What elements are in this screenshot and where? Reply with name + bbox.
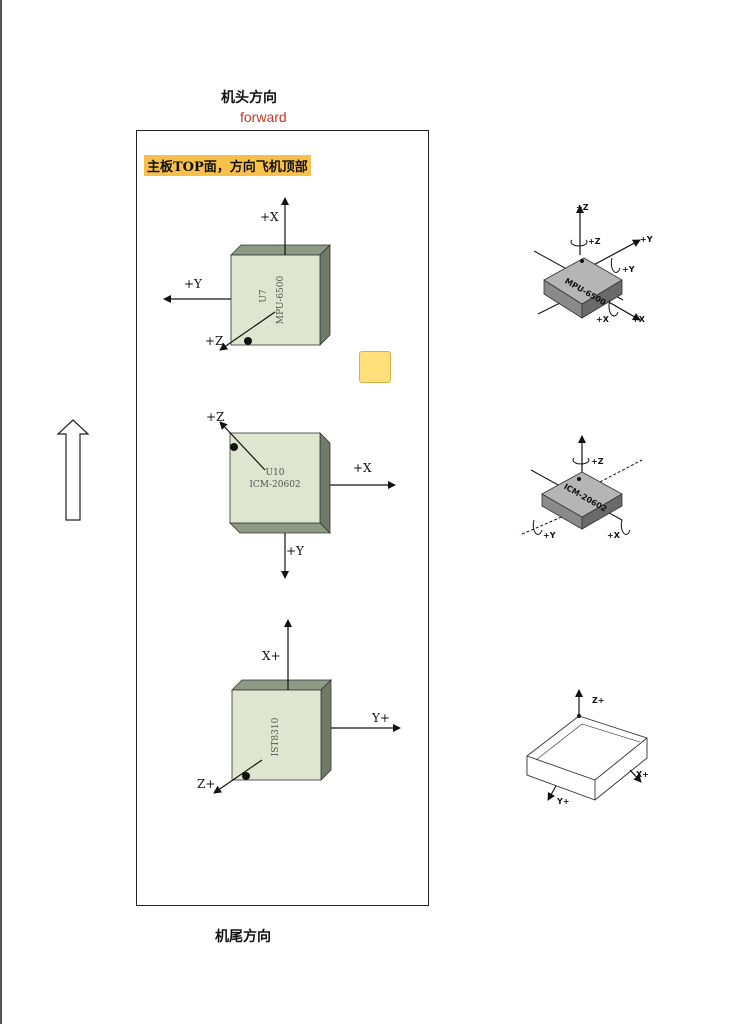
forward-direction-arrow-icon xyxy=(56,419,90,521)
s1-axis-diag-label: +Z xyxy=(205,334,223,348)
s3-axis-up-label: X+ xyxy=(262,649,281,663)
ref2-label-1: +Y xyxy=(543,531,556,540)
sensor-icm20602: +Z +X +Y U10 ICM-20602 xyxy=(206,410,396,579)
ref3-label-0: Z+ xyxy=(592,696,605,705)
forward-label: forward xyxy=(240,109,287,125)
ref1-label-0: +Z xyxy=(576,203,589,212)
reference-mpu6500: MPU-6500 +Z +Z +Y +Y +X +X xyxy=(533,203,653,324)
s2-axis-down-label: +Y xyxy=(286,544,305,558)
s3-axis-diag-label: Z+ xyxy=(197,777,215,791)
s2-axis-diag-label: +Z xyxy=(206,410,224,424)
ref2-label-2: +X xyxy=(607,531,621,540)
s3-axis-right-label: Y+ xyxy=(371,711,390,725)
s1-axis-up-label: +X xyxy=(260,210,279,224)
board-top-note: 主板TOP面，方向飞机顶部 xyxy=(144,155,311,176)
sensor-ist8310: X+ Y+ Z+ IST8310 xyxy=(197,619,401,794)
reference-ist8310 xyxy=(526,689,648,801)
s3-part-label: IST8310 xyxy=(271,717,281,756)
ref3-label-2: Y+ xyxy=(556,797,570,806)
ref1-label-1: +Z xyxy=(588,237,601,246)
ref1-label-3: +Y xyxy=(622,265,635,274)
s1-axis-left-label: +Y xyxy=(184,277,203,291)
ref1-label-2: +Y xyxy=(640,235,653,244)
s1-ref-label: U7 xyxy=(259,289,269,303)
s2-ref-label: U10 xyxy=(265,468,284,478)
front-direction-label: 机头方向 xyxy=(221,90,277,106)
board-outline xyxy=(136,130,429,906)
ref2-label-0: +Z xyxy=(591,457,604,466)
tail-direction-label: 机尾方向 xyxy=(215,929,271,945)
ref3-label-1: X+ xyxy=(636,770,649,779)
s1-part-label: MPU-6500 xyxy=(276,275,286,324)
ref1-label-4: +X xyxy=(596,315,610,324)
reference-icm20602: ICM-20602 +Z +Y +X xyxy=(519,435,643,540)
s2-part-label: ICM-20602 xyxy=(249,480,300,490)
sensor-mpu6500: +X +Y +Z U7 MPU-6500 xyxy=(163,197,331,351)
page-left-border xyxy=(0,0,2,1024)
ref1-label-5: +X xyxy=(632,315,646,324)
s2-axis-right-label: +X xyxy=(353,461,372,475)
yellow-pad xyxy=(359,351,391,383)
